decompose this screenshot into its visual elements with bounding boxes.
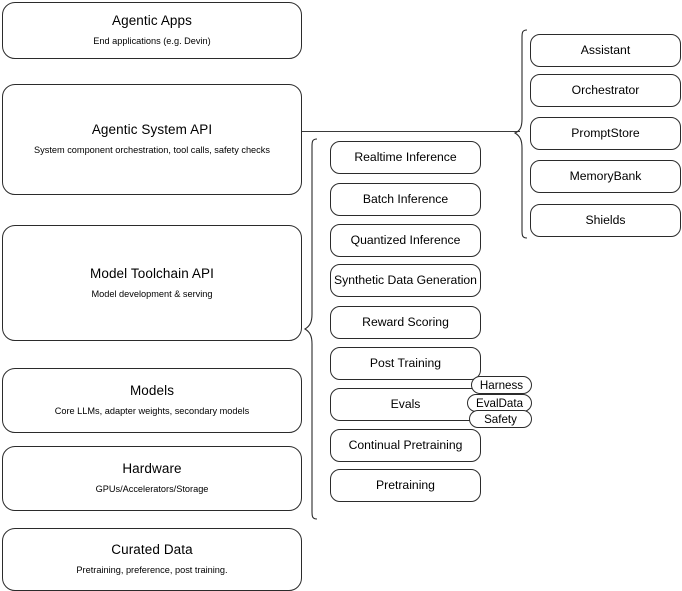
layer-agentic-system-api[interactable]: Agentic System API System component orch…: [2, 84, 302, 195]
eval-subcomponent-label: Harness: [479, 378, 524, 392]
layer-title: Agentic Apps: [111, 13, 192, 29]
toolchain-item-realtime-inference[interactable]: Realtime Inference: [330, 141, 481, 174]
toolchain-item-synthetic-data-generation[interactable]: Synthetic Data Generation: [330, 264, 481, 297]
toolchain-item-label: Batch Inference: [362, 191, 449, 206]
layer-subtitle: GPUs/Accelerators/Storage: [95, 484, 209, 495]
toolchain-item-label: Pretraining: [376, 477, 435, 492]
layer-subtitle: Pretraining, preference, post training.: [76, 565, 228, 576]
system-component-label: MemoryBank: [569, 168, 642, 183]
layer-model-toolchain-api[interactable]: Model Toolchain API Model development & …: [2, 225, 302, 341]
system-component-label: Shields: [585, 212, 626, 227]
system-component-promptstore[interactable]: PromptStore: [530, 117, 681, 150]
toolchain-item-post-training[interactable]: Post Training: [330, 347, 481, 380]
brace-model-toolchain: [303, 138, 318, 520]
toolchain-item-reward-scoring[interactable]: Reward Scoring: [330, 306, 481, 339]
layer-subtitle: Core LLMs, adapter weights, secondary mo…: [54, 406, 250, 417]
system-component-label: PromptStore: [571, 125, 640, 140]
toolchain-item-quantized-inference[interactable]: Quantized Inference: [330, 224, 481, 257]
toolchain-item-pretraining[interactable]: Pretraining: [330, 469, 481, 502]
toolchain-item-label: Realtime Inference: [354, 149, 457, 164]
connector-system-api-to-components: [302, 131, 520, 132]
system-component-label: Orchestrator: [571, 82, 640, 97]
layer-title: Agentic System API: [91, 122, 213, 138]
toolchain-item-label: Quantized Inference: [350, 232, 461, 247]
toolchain-item-label: Synthetic Data Generation: [334, 272, 477, 287]
system-component-memorybank[interactable]: MemoryBank: [530, 160, 681, 193]
eval-subcomponent-harness[interactable]: Harness: [471, 376, 532, 394]
toolchain-item-label: Reward Scoring: [362, 314, 449, 329]
toolchain-item-batch-inference[interactable]: Batch Inference: [330, 183, 481, 216]
eval-subcomponent-safety[interactable]: Safety: [469, 410, 532, 428]
layer-title: Hardware: [122, 461, 182, 477]
layer-title: Model Toolchain API: [90, 265, 214, 281]
layer-models[interactable]: Models Core LLMs, adapter weights, secon…: [2, 368, 302, 433]
layer-subtitle: Model development & serving: [91, 288, 213, 299]
system-component-label: Assistant: [580, 42, 631, 57]
layer-curated-data[interactable]: Curated Data Pretraining, preference, po…: [2, 528, 302, 591]
system-component-orchestrator[interactable]: Orchestrator: [530, 74, 681, 107]
toolchain-item-label: Evals: [390, 396, 421, 411]
system-component-assistant[interactable]: Assistant: [530, 34, 681, 67]
eval-subcomponent-label: EvalData: [475, 396, 524, 410]
toolchain-item-label: Continual Pretraining: [348, 437, 463, 452]
layer-agentic-apps[interactable]: Agentic Apps End applications (e.g. Devi…: [2, 2, 302, 59]
layer-subtitle: System component orchestration, tool cal…: [34, 145, 270, 156]
layer-subtitle: End applications (e.g. Devin): [93, 36, 211, 47]
layer-title: Models: [129, 383, 175, 399]
toolchain-item-evals[interactable]: Evals: [330, 388, 481, 421]
toolchain-item-label: Post Training: [369, 355, 442, 370]
layer-title: Curated Data: [111, 542, 193, 558]
brace-agentic-system: [513, 29, 528, 239]
system-component-shields[interactable]: Shields: [530, 204, 681, 237]
eval-subcomponent-label: Safety: [484, 412, 517, 426]
toolchain-item-continual-pretraining[interactable]: Continual Pretraining: [330, 429, 481, 462]
layer-hardware[interactable]: Hardware GPUs/Accelerators/Storage: [2, 446, 302, 511]
